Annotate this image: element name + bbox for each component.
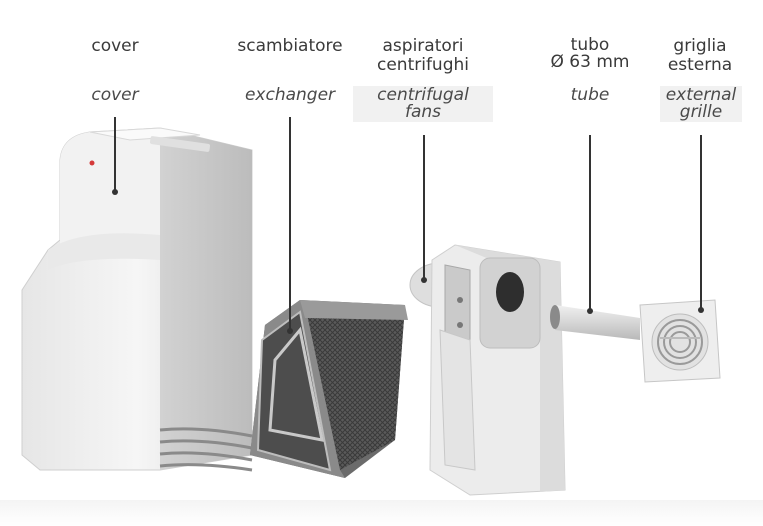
leader-tube <box>589 135 591 310</box>
leader-grille <box>700 135 702 310</box>
label-exchanger-en: exchanger <box>244 85 336 105</box>
label-cover-it: cover <box>91 36 139 56</box>
leader-exchanger <box>289 117 291 332</box>
leader-fans <box>423 135 425 280</box>
label-tube-it: tubo Ø 63 mm <box>550 35 630 72</box>
leader-fans-dot <box>421 277 427 283</box>
grille-part <box>639 299 721 383</box>
leader-cover-dot <box>112 189 118 195</box>
label-fans-it: aspiratori centrifughi <box>376 36 469 75</box>
label-exchanger-it: scambiatore <box>237 36 343 56</box>
leader-grille-dot <box>698 307 704 313</box>
label-grille-it: griglia esterna <box>667 36 733 75</box>
leader-exchanger-dot <box>287 328 293 334</box>
label-cover-en: cover <box>91 85 139 105</box>
fans-part <box>409 244 566 496</box>
leader-tube-dot <box>587 308 593 314</box>
leader-cover <box>114 117 116 192</box>
label-tube-en: tube <box>570 85 610 105</box>
label-fans-en: centrifugal fans <box>353 86 493 122</box>
exchanger-part <box>250 300 408 478</box>
floor-shadow <box>0 500 763 526</box>
label-grille-en: external grille <box>660 86 742 122</box>
tube-part <box>550 305 640 340</box>
cover-part <box>21 127 253 472</box>
